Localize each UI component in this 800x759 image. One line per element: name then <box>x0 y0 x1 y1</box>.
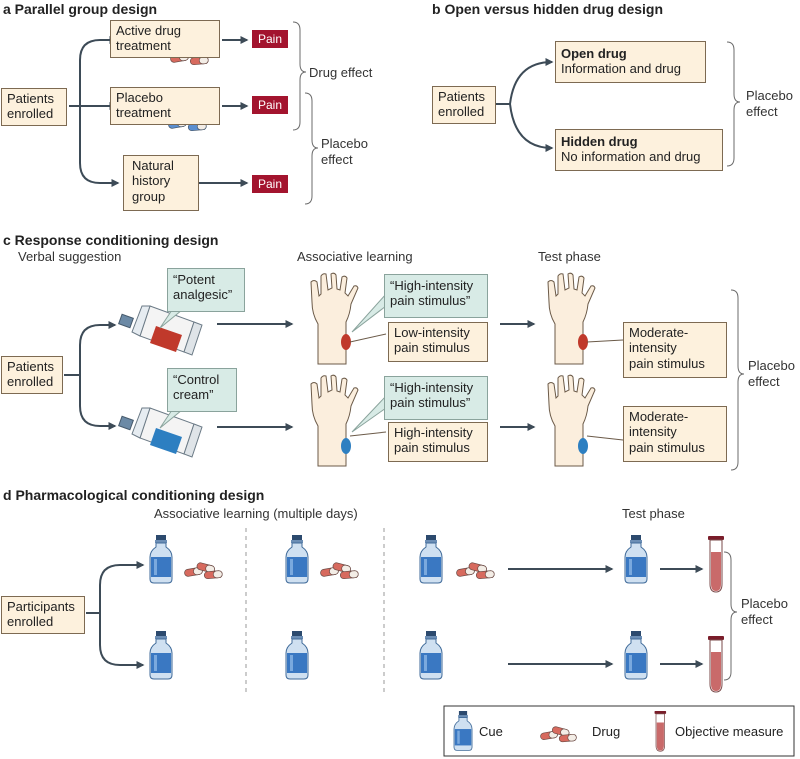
label-line: treatment <box>116 38 171 54</box>
open-drug-title: Open drug <box>561 46 627 61</box>
label-line: pain stimulus” <box>390 293 471 309</box>
label-line: “Control <box>173 372 220 387</box>
active-drug-box: Active drug treatment <box>110 20 220 58</box>
label-line: Placebo <box>116 90 163 105</box>
label-line: Patients <box>7 359 54 374</box>
panel-a-heading: a Parallel group design <box>3 1 158 17</box>
label-line: history <box>132 173 171 189</box>
open-drug-box: Open drug Information and drug <box>555 41 706 83</box>
label-line: intensity <box>629 424 677 440</box>
verbal-suggestion-label: Verbal suggestion <box>18 249 122 264</box>
label-line: Active drug <box>116 23 182 38</box>
label-line: pain stimulus <box>629 439 705 455</box>
label-line: enrolled <box>7 374 54 390</box>
low-intensity-box: Low-intensity pain stimulus <box>388 322 488 362</box>
label-line: enrolled <box>438 104 485 120</box>
open-drug-subtitle: Information and drug <box>561 61 681 77</box>
placebo-effect-label: Placebo effect <box>748 358 795 389</box>
pain-badge: Pain <box>252 96 288 114</box>
label-line: Patients <box>7 91 54 106</box>
patients-enrolled-box: Patients enrolled <box>1 356 63 394</box>
placebo-effect-label: Placebo effect <box>741 596 788 627</box>
label-line: analgesic” <box>173 287 233 303</box>
label-line: pain stimulus” <box>390 395 471 411</box>
legend-objective-measure-label: Objective measure <box>675 724 784 739</box>
natural-history-box: Natural history group <box>123 155 199 211</box>
label-line: effect <box>321 151 353 167</box>
legend-drug-label: Drug <box>592 724 621 739</box>
label-line: “High-intensity <box>390 380 474 395</box>
label-line: effect <box>741 611 773 627</box>
test-phase-label: Test phase <box>622 506 685 521</box>
pain-badge: Pain <box>252 175 288 193</box>
moderate-intensity-box: Moderate- intensity pain stimulus <box>623 322 727 378</box>
label-line: treatment <box>116 105 171 121</box>
patients-enrolled-box: Patients enrolled <box>1 88 67 126</box>
high-intensity-bubble: “High-intensity pain stimulus” <box>384 274 488 318</box>
label-line: Placebo <box>746 88 793 103</box>
associative-learning-label: Associative learning <box>297 249 413 264</box>
label-line: intensity <box>629 340 677 356</box>
panel-c-heading: c Response conditioning design <box>3 232 219 248</box>
panel-d-arrows <box>86 561 704 669</box>
hidden-drug-box: Hidden drug No information and drug <box>555 129 723 171</box>
panel-c-arrows <box>64 320 536 431</box>
panel-b-arrows <box>496 58 554 152</box>
label-line: group <box>132 188 166 204</box>
label-line: enrolled <box>7 614 54 630</box>
label-line: cream” <box>173 387 214 403</box>
placebo-treatment-box: Placebo treatment <box>110 87 220 125</box>
label-line: Moderate- <box>629 409 689 424</box>
drug-effect-label: Drug effect <box>309 65 373 80</box>
label-line: pain stimulus <box>394 340 470 356</box>
label-line: “Potent <box>173 272 215 287</box>
label-line: enrolled <box>7 106 54 122</box>
label-line: Placebo <box>321 136 368 151</box>
label-line: effect <box>746 103 778 119</box>
label-line: pain stimulus <box>394 440 470 456</box>
panel-d-heading: d Pharmacological conditioning design <box>3 487 265 503</box>
associative-learning-label: Associative learning (multiple days) <box>154 506 358 521</box>
hidden-drug-title: Hidden drug <box>561 134 638 149</box>
label-line: High-intensity <box>394 425 473 440</box>
placebo-effect-label: Placebo effect <box>321 136 368 167</box>
patients-enrolled-box: Patients enrolled <box>432 86 496 124</box>
label-line: Placebo <box>748 358 795 373</box>
label-line: Participants <box>7 599 75 614</box>
label-line: effect <box>748 373 780 389</box>
label-line: Placebo <box>741 596 788 611</box>
control-cream-bubble: “Control cream” <box>167 368 237 412</box>
participants-enrolled-box: Participants enrolled <box>1 596 85 634</box>
potent-analgesic-bubble: “Potent analgesic” <box>167 268 245 312</box>
panel-a-braces <box>292 21 319 205</box>
label-line: Moderate- <box>629 325 689 340</box>
label-line: pain stimulus <box>629 355 705 371</box>
high-intensity-box: High-intensity pain stimulus <box>388 422 488 462</box>
panel-a-arrows <box>69 36 249 187</box>
placebo-effect-label: Placebo effect <box>746 88 793 119</box>
label-line: Low-intensity <box>394 325 470 340</box>
pain-badge: Pain <box>252 30 288 48</box>
high-intensity-bubble: “High-intensity pain stimulus” <box>384 376 488 420</box>
label-line: Patients <box>438 89 485 104</box>
legend-cue-label: Cue <box>479 724 503 739</box>
label-line: Natural <box>132 158 174 173</box>
test-phase-label: Test phase <box>538 249 601 264</box>
label-line: “High-intensity <box>390 278 474 293</box>
panel-b-heading: b Open versus hidden drug design <box>432 1 664 17</box>
hidden-drug-subtitle: No information and drug <box>561 149 701 165</box>
moderate-intensity-box: Moderate- intensity pain stimulus <box>623 406 727 462</box>
